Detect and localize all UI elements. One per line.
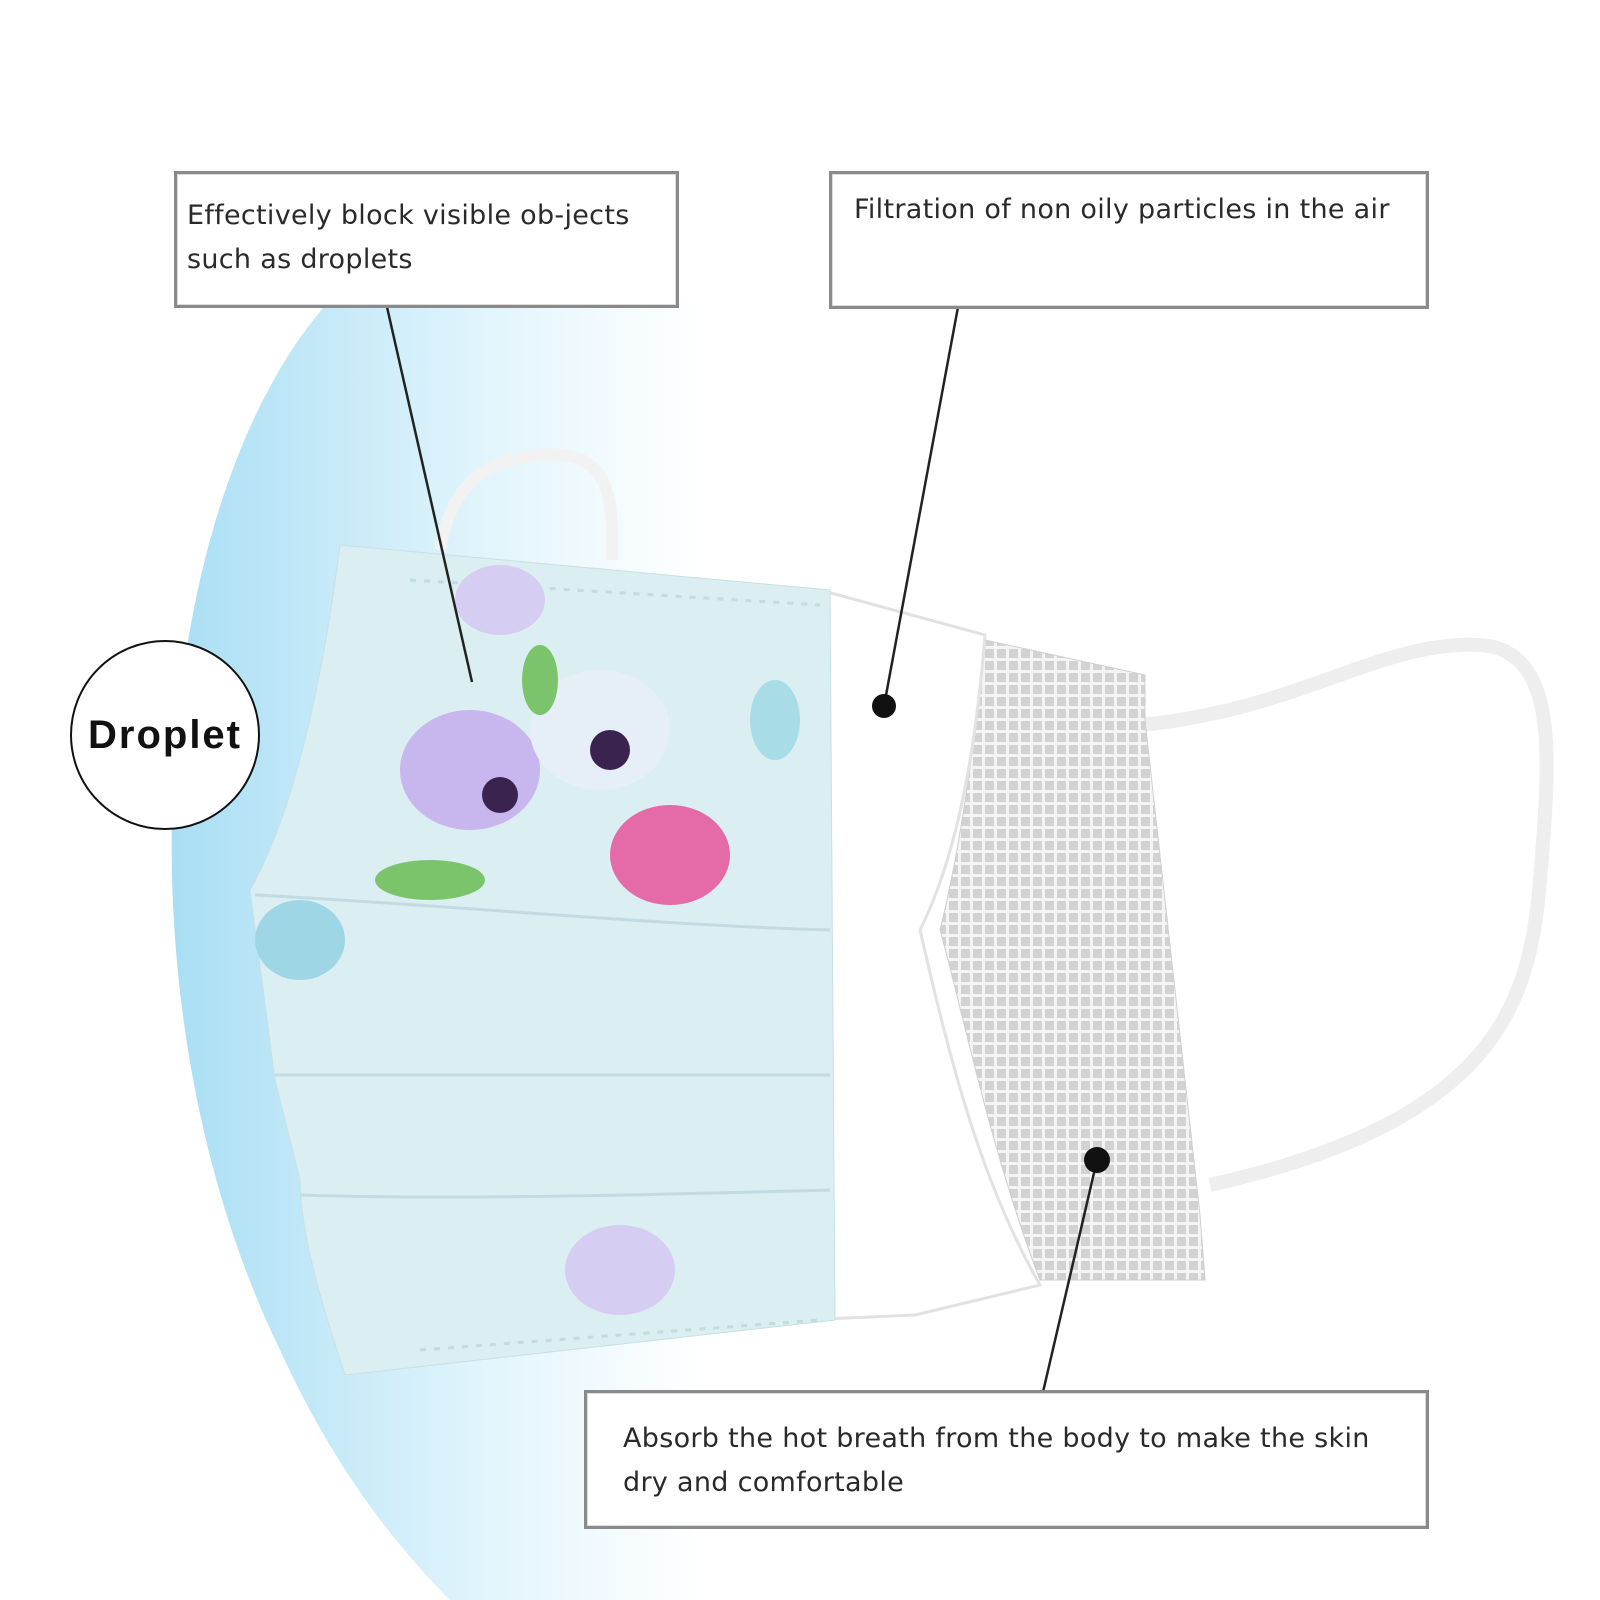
- leader-line-outer: [385, 306, 474, 683]
- callout-outer-layer-text: Effectively block visible ob-jects such …: [187, 200, 630, 275]
- droplet-badge: Droplet: [70, 640, 260, 830]
- callout-inner-layer: Absorb the hot breath from the body to m…: [584, 1390, 1429, 1529]
- callout-middle-layer-text: Filtration of non oily particles in the …: [854, 194, 1390, 225]
- callout-outer-layer: Effectively block visible ob-jects such …: [174, 171, 679, 308]
- ear-loop-top: [434, 448, 619, 561]
- middle-filter-layer: [798, 588, 1043, 1322]
- marker-dot-middle: [872, 694, 896, 718]
- droplet-label: Droplet: [88, 712, 242, 757]
- callout-middle-layer: Filtration of non oily particles in the …: [829, 171, 1429, 309]
- floral-print: [255, 565, 800, 1315]
- outer-printed-layer: [249, 544, 836, 1376]
- ear-loop-right: [1139, 637, 1554, 1192]
- leader-lines: [385, 306, 1099, 1393]
- leader-line-inner: [1041, 1159, 1099, 1393]
- callout-inner-layer-text: Absorb the hot breath from the body to m…: [623, 1423, 1370, 1498]
- marker-dot-inner: [1084, 1147, 1110, 1173]
- leader-line-middle: [882, 306, 960, 707]
- pleat-lines: [254, 578, 831, 1352]
